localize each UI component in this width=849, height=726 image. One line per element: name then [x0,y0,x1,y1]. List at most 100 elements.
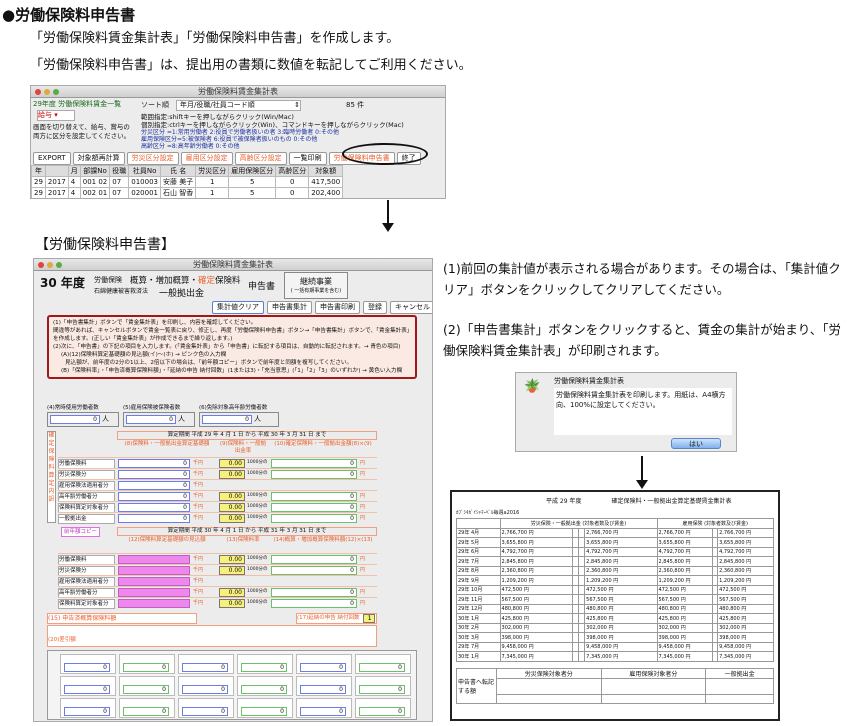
maximize-icon[interactable] [56,262,62,268]
premium-amount-field[interactable]: 0 [271,470,357,479]
print-declaration-button[interactable]: 申告書印刷 [315,301,360,314]
base-amount-input[interactable]: 0 [118,470,190,479]
estimated-premium-section: 前年額コピー 算定期間 平成 30 年 4 月 1 日 から 平成 31 年 3… [47,527,377,609]
base-amount-input[interactable] [118,555,190,564]
base-amount-input[interactable]: 0 [118,459,190,468]
instructions-box: (1)「申告書集計」ボタンで「賃金集計表」を印刷し、内容を確認してください。 間… [47,315,417,379]
recalc-button[interactable]: 対象額再計算 [72,152,125,165]
maximize-icon[interactable] [53,89,59,95]
aggregate-button[interactable]: 申告書集計 [267,301,312,314]
copy-previous-button[interactable]: 前年額コピー [61,527,101,537]
arrow-line [387,200,389,225]
payment-amount-field[interactable]: 0 [182,707,228,716]
payment-amount-field[interactable]: 0 [64,663,110,672]
payment-amount-field[interactable]: 0 [182,685,228,694]
list-subtitle: 29年度 労働保険料賃金一覧 [33,100,122,108]
regular-workers-input[interactable]: 0 [50,415,100,424]
rate-input[interactable]: 0.00 [219,599,245,608]
installments-input[interactable]: 1 [362,614,375,623]
premium-amount-field[interactable]: 0 [271,459,357,468]
export-button[interactable]: EXPORT [33,152,71,165]
minimize-icon[interactable] [47,262,53,268]
payment-amount-field[interactable]: 0 [182,663,228,672]
exempt-elderly-input[interactable]: 0 [202,415,252,424]
dialog-message: 労働保険料賃金集計表を印刷します。用紙は、A4横方向、100%に設定してください… [554,388,732,435]
base-amount-input[interactable] [118,588,190,597]
rate-input[interactable]: 0.00 [219,566,245,575]
premium-amount-field[interactable]: 0 [271,492,357,501]
payment-amount-field[interactable]: 0 [359,663,405,672]
premium-amount-field[interactable]: 0 [271,599,357,608]
window-title: 労働保険料賃金集計表 [193,260,273,269]
payment-amount-field[interactable]: 0 [241,663,287,672]
premium-amount-field[interactable]: 0 [271,588,357,597]
code-korei: 高齢区分 =8:高年齢労働者 0:その他 [141,143,240,150]
type-select[interactable]: 給与 ▾ [37,110,75,121]
base-amount-input[interactable] [118,566,190,575]
rate-input[interactable]: 0.00 [219,588,245,597]
list-print-button[interactable]: 一覧印刷 [288,152,327,165]
col-year: 年 [31,165,46,177]
report-year: 平成 29 年度 [546,498,582,505]
close-icon[interactable] [38,262,44,268]
rate-input[interactable]: 0.00 [219,492,245,501]
declaration-form-window: 労働保険料賃金集計表 30 年度 労働保険 概算・増加概算・確定保険料 石綿健康… [33,258,433,722]
premium-amount-field[interactable]: 0 [271,566,357,575]
base-amount-input[interactable] [118,599,190,608]
payment-amount-field[interactable]: 0 [123,663,169,672]
rate-input[interactable]: 0.00 [219,555,245,564]
label-declaration: 申告書 [248,282,276,292]
base-amount-input[interactable]: 0 [118,514,190,523]
base-amount-input[interactable] [118,577,190,586]
payment-amount-field[interactable]: 0 [300,707,346,716]
payment-cell: 0 [119,698,175,718]
wage-list-window: 労働保険料賃金集計表 29年度 労働保険料賃金一覧 給与 ▾ 画面を切り替えて、… [30,85,446,199]
base-amount-input[interactable]: 0 [118,503,190,512]
payment-amount-field[interactable]: 0 [64,685,110,694]
payment-amount-field[interactable]: 0 [123,707,169,716]
print-dialog: 🪴 労働保険料賃金集計表 労働保険料賃金集計表を印刷します。用紙は、A4横方向、… [515,372,737,452]
payment-amount-field[interactable]: 0 [64,707,110,716]
payment-amount-field[interactable]: 0 [359,707,405,716]
payment-amount-field[interactable]: 0 [359,685,405,694]
minimize-icon[interactable] [44,89,50,95]
base-amount-input[interactable]: 0 [118,492,190,501]
explanation-2: (2)「申告書集計」ボタンをクリックすると、賃金の集計が始まり、「労働保険料賃金… [443,322,841,358]
premium-amount-field[interactable]: 0 [271,555,357,564]
plant-icon: 🪴 [524,379,541,394]
payment-cell: 0 [355,676,411,696]
cancel-button[interactable]: キャンセル [390,301,432,314]
payment-amount-field[interactable]: 0 [123,685,169,694]
code-rosai: 労災区分 =1:常用労働者 2:役員で労働者扱いの者 3:臨時労働者 0:その他 [141,129,340,136]
payment-amount-field[interactable]: 0 [241,685,287,694]
rate-input[interactable]: 0.00 [219,470,245,479]
rosai-setting-button[interactable]: 労災区分設定 [126,152,179,165]
register-button[interactable]: 登録 [363,301,387,314]
rate-input[interactable]: 0.00 [219,459,245,468]
korei-setting-button[interactable]: 高齢区分設定 [234,152,287,165]
form-toolbar: 集計値クリア 申告書集計 申告書印刷 登録 キャンセル [212,301,432,314]
premium-amount-field[interactable]: 0 [271,514,357,523]
ok-button[interactable]: はい [671,438,721,449]
insured-count-input[interactable]: 0 [126,415,176,424]
koyo-setting-button[interactable]: 雇用区分設定 [180,152,233,165]
payment-amount-field[interactable]: 0 [300,685,346,694]
sort-select[interactable]: 年月/役職/社員コード順⇕ [176,100,301,111]
premium-amount-field[interactable]: 0 [271,503,357,512]
rate-input[interactable]: 0.00 [219,503,245,512]
base-amount-input[interactable]: 0 [118,481,190,490]
clear-totals-button[interactable]: 集計値クリア [212,301,264,314]
close-icon[interactable] [35,89,41,95]
label-labor-insurance: 労働保険 [94,276,122,284]
payment-amount-field[interactable]: 0 [241,707,287,716]
rate-input[interactable]: 0.00 [219,514,245,523]
payment-amount-field[interactable]: 0 [300,663,346,672]
